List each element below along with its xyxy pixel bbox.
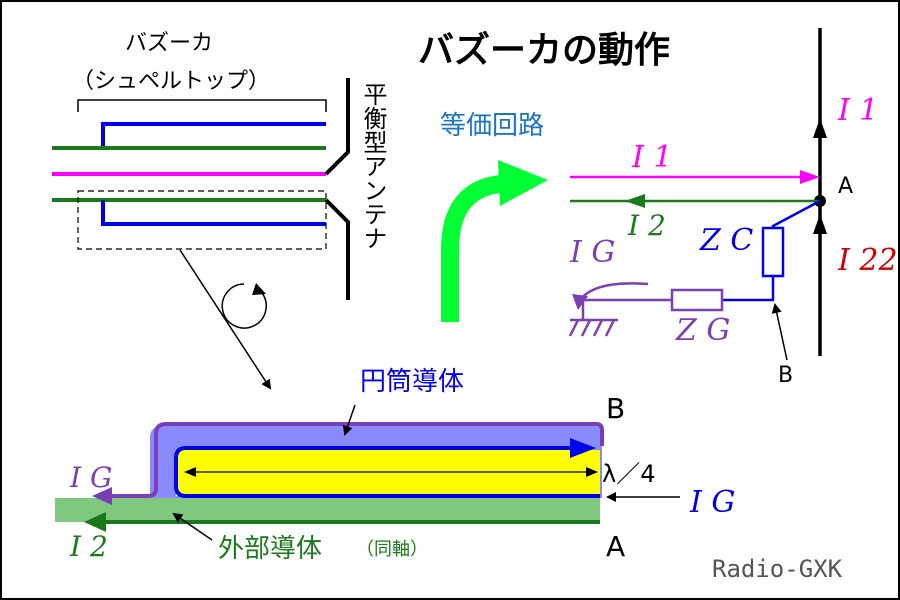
antenna-upper	[324, 78, 350, 176]
zoom-box	[77, 190, 327, 250]
balun-bracket	[77, 99, 327, 112]
zc-label: Z C	[699, 223, 753, 258]
zc-wire-top	[771, 199, 821, 228]
i1-line-label: I 1	[631, 140, 672, 175]
balun-structure	[52, 122, 327, 250]
outer-conductor-label: 外部導体	[218, 534, 322, 564]
zc-wire-bottom	[722, 276, 775, 302]
page-title: バズーカの動作	[418, 29, 670, 71]
zg-resistor	[670, 288, 724, 312]
balun-label: バズーカ	[125, 31, 213, 56]
zg-wire	[581, 298, 672, 320]
balun-sublabel: （シュペルトップ）	[72, 69, 270, 94]
ig-left-label: I G	[69, 461, 112, 494]
cavity-region	[176, 450, 600, 496]
zoom-arrow	[179, 249, 272, 390]
coax-section	[55, 404, 680, 541]
ig-arrow-head	[572, 294, 588, 310]
antenna-element	[324, 78, 350, 300]
up-arrow-upper	[813, 118, 827, 138]
ground-icon	[568, 318, 618, 337]
i2-coax-arrow	[84, 512, 106, 532]
i1-top-label: I 1	[837, 93, 878, 128]
i2-coax-label: I 2	[69, 530, 108, 563]
antenna-label: 平衡型アンテナ	[359, 82, 387, 250]
zc-resistor	[761, 226, 785, 278]
equivalent-circuit-label: 等価回路	[440, 111, 544, 141]
ig-outer-arrow	[92, 487, 112, 505]
ig-arrow-curve	[579, 282, 649, 301]
outer-conductor-band	[55, 498, 600, 522]
up-arrow-lower	[813, 214, 827, 234]
ig-label-circuit: I G	[569, 235, 615, 270]
cylinder-current-arrow	[570, 438, 596, 458]
equivalent-circuit	[568, 28, 827, 361]
node-b-label-circuit: B	[778, 363, 793, 388]
i2-label: I 2	[627, 209, 666, 242]
node-b-label-coax: B	[606, 392, 625, 425]
cylinder-pointer	[342, 404, 356, 436]
node-a-label-circuit: A	[838, 174, 853, 199]
cylinder-label: 円筒導体	[360, 367, 464, 397]
zg-label: Z G	[675, 313, 730, 348]
quarter-wave-arrow-left	[184, 467, 196, 477]
outer-pointer	[172, 512, 213, 541]
node-a-label-coax: A	[606, 530, 625, 563]
quarter-wave-arrow-right	[586, 467, 598, 477]
i1-arrow	[800, 170, 820, 184]
sleeve-bottom-line	[101, 200, 326, 226]
sleeve-top-line	[101, 122, 326, 148]
ig-right-label: I G	[689, 485, 735, 520]
antenna-lower	[324, 198, 350, 300]
i2-arrow	[625, 194, 645, 208]
quarter-wave-label: λ／4	[602, 460, 655, 488]
big-arrow-shaft	[441, 175, 502, 322]
outer-conductor-note: （同軸）	[356, 539, 428, 560]
b-pointer	[771, 303, 788, 361]
i22-label: I 22	[837, 243, 898, 278]
rotate-icon	[221, 283, 267, 329]
ig-outer-path	[110, 422, 604, 498]
big-arrow-head	[498, 160, 548, 206]
cylinder-current-loop	[174, 446, 600, 498]
watermark: Radio-GXK	[712, 555, 843, 583]
